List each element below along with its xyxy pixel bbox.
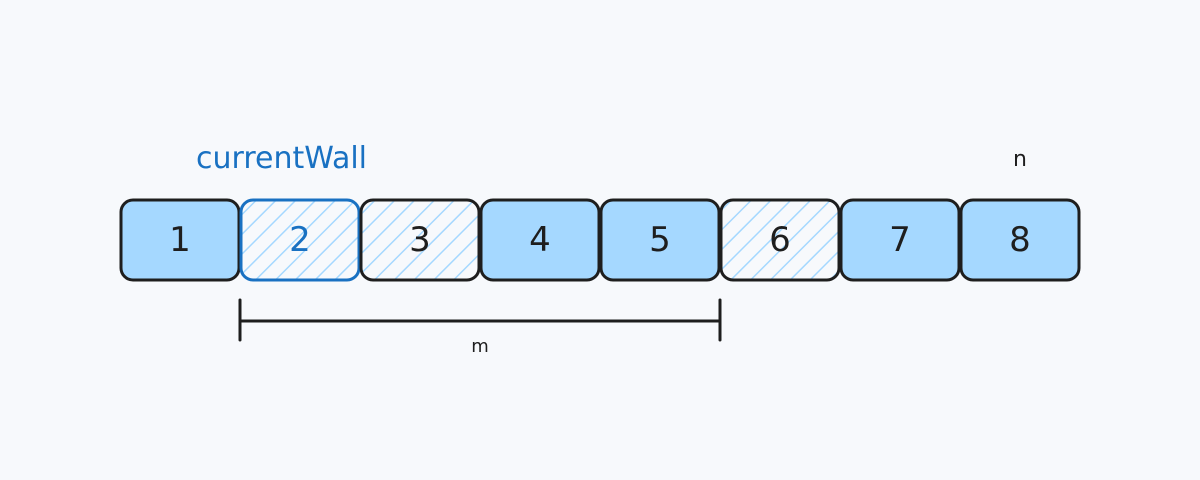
cell-box <box>599 198 721 282</box>
cell-box <box>839 198 961 282</box>
cell-5: 5 <box>599 198 721 282</box>
cell-3: 3 <box>359 198 481 282</box>
cell-label: 7 <box>889 220 911 260</box>
cell-label: 3 <box>409 220 431 260</box>
m-label: m <box>471 336 489 357</box>
cell-8: 8 <box>959 198 1081 282</box>
cell-7: 7 <box>839 198 961 282</box>
cell-6: 6 <box>719 198 841 282</box>
cell-label: 2 <box>289 220 311 260</box>
cell-box <box>719 198 841 282</box>
cell-1: 1 <box>119 198 241 282</box>
cell-box <box>359 198 481 282</box>
cell-box <box>479 198 601 282</box>
current-wall-label: currentWall <box>196 141 367 176</box>
cell-label: 4 <box>529 220 551 260</box>
cell-label: 6 <box>769 220 791 260</box>
cell-label: 1 <box>169 220 191 260</box>
cell-label: 5 <box>649 220 671 260</box>
cell-box <box>959 198 1081 282</box>
cell-box <box>239 198 361 282</box>
cell-label: 8 <box>1009 220 1031 260</box>
n-label: n <box>1013 147 1027 172</box>
cell-2: 2 <box>239 198 361 282</box>
cell-4: 4 <box>479 198 601 282</box>
cell-row: 1 2 3 4 5 6 7 8 <box>119 198 1081 282</box>
span-bracket <box>238 298 722 342</box>
cell-box <box>119 198 241 282</box>
